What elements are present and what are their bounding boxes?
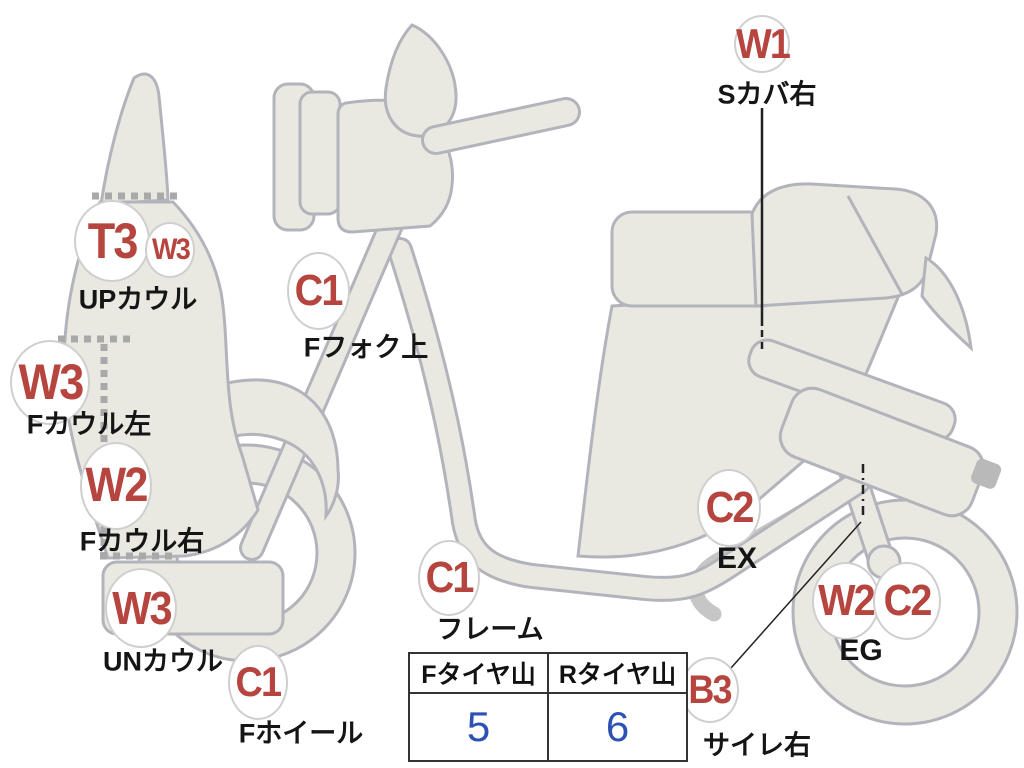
seat-seam — [846, 195, 904, 295]
damage-code-text: W2 — [85, 459, 148, 512]
tire-tread-header-rear: Rタイヤ山 — [547, 652, 688, 694]
damage-code-marker-c2: C2 — [697, 469, 761, 547]
windshield — [99, 72, 170, 206]
damage-code-text: C2 — [705, 483, 754, 532]
part-label: Sカバ右 — [717, 79, 817, 110]
damage-code-text: C1 — [425, 553, 474, 602]
b3-leader-line — [730, 521, 862, 669]
damage-code-marker-c1: C1 — [286, 252, 350, 330]
damage-code-marker-c2: C2 — [873, 562, 941, 640]
damage-code-text: C1 — [294, 266, 343, 315]
tire-tread-value-front: 5 — [408, 692, 549, 762]
damage-code-text: B3 — [688, 668, 733, 712]
damage-code-text: W3 — [151, 233, 191, 266]
part-label: Fカウル左 — [26, 409, 152, 440]
part-label: Fホイール — [238, 718, 364, 749]
muffler — [778, 386, 986, 518]
leader-lines — [730, 108, 865, 669]
tire-tread-table: Fタイヤ山 Rタイヤ山 5 6 — [408, 652, 688, 762]
damage-code-marker-t3: T3 — [74, 200, 150, 282]
part-label: サイレ右 — [703, 730, 811, 761]
damage-code-marker-w1: W1 — [734, 15, 790, 73]
damage-code-text: C1 — [235, 658, 283, 705]
damage-code-text: W3 — [111, 582, 172, 634]
damage-code-marker-w3: W3 — [145, 222, 195, 278]
damage-code-text: W3 — [18, 354, 84, 410]
tail-cowl — [920, 255, 973, 352]
part-label: Fフォク上 — [303, 332, 429, 363]
part-label: EX — [716, 542, 758, 575]
damage-code-marker-w2: W2 — [80, 442, 152, 530]
mirror — [383, 23, 458, 138]
part-label: UNカウル — [103, 646, 223, 677]
damage-code-text: W2 — [818, 576, 876, 625]
damage-code-marker-w3: W3 — [10, 339, 90, 425]
damage-code-marker-w3: W3 — [105, 568, 177, 648]
damage-code-marker-w2: W2 — [812, 562, 880, 640]
damage-code-marker-b3: B3 — [681, 657, 739, 723]
part-label: UPカウル — [78, 284, 198, 315]
tire-tread-value-rear: 6 — [547, 692, 688, 762]
muffler-tip — [971, 458, 1002, 489]
damage-code-text: T3 — [87, 213, 139, 269]
part-label: EG — [839, 634, 883, 667]
damage-code-marker-c1: C1 — [418, 540, 480, 616]
damage-code-marker-c1: C1 — [228, 644, 288, 720]
tire-tread-header-front: Fタイヤ山 — [408, 652, 549, 694]
part-label: フレーム — [436, 614, 544, 645]
part-label: Fカウル右 — [79, 526, 205, 557]
damage-code-text: C2 — [883, 576, 932, 625]
damage-code-text: W1 — [735, 20, 790, 67]
